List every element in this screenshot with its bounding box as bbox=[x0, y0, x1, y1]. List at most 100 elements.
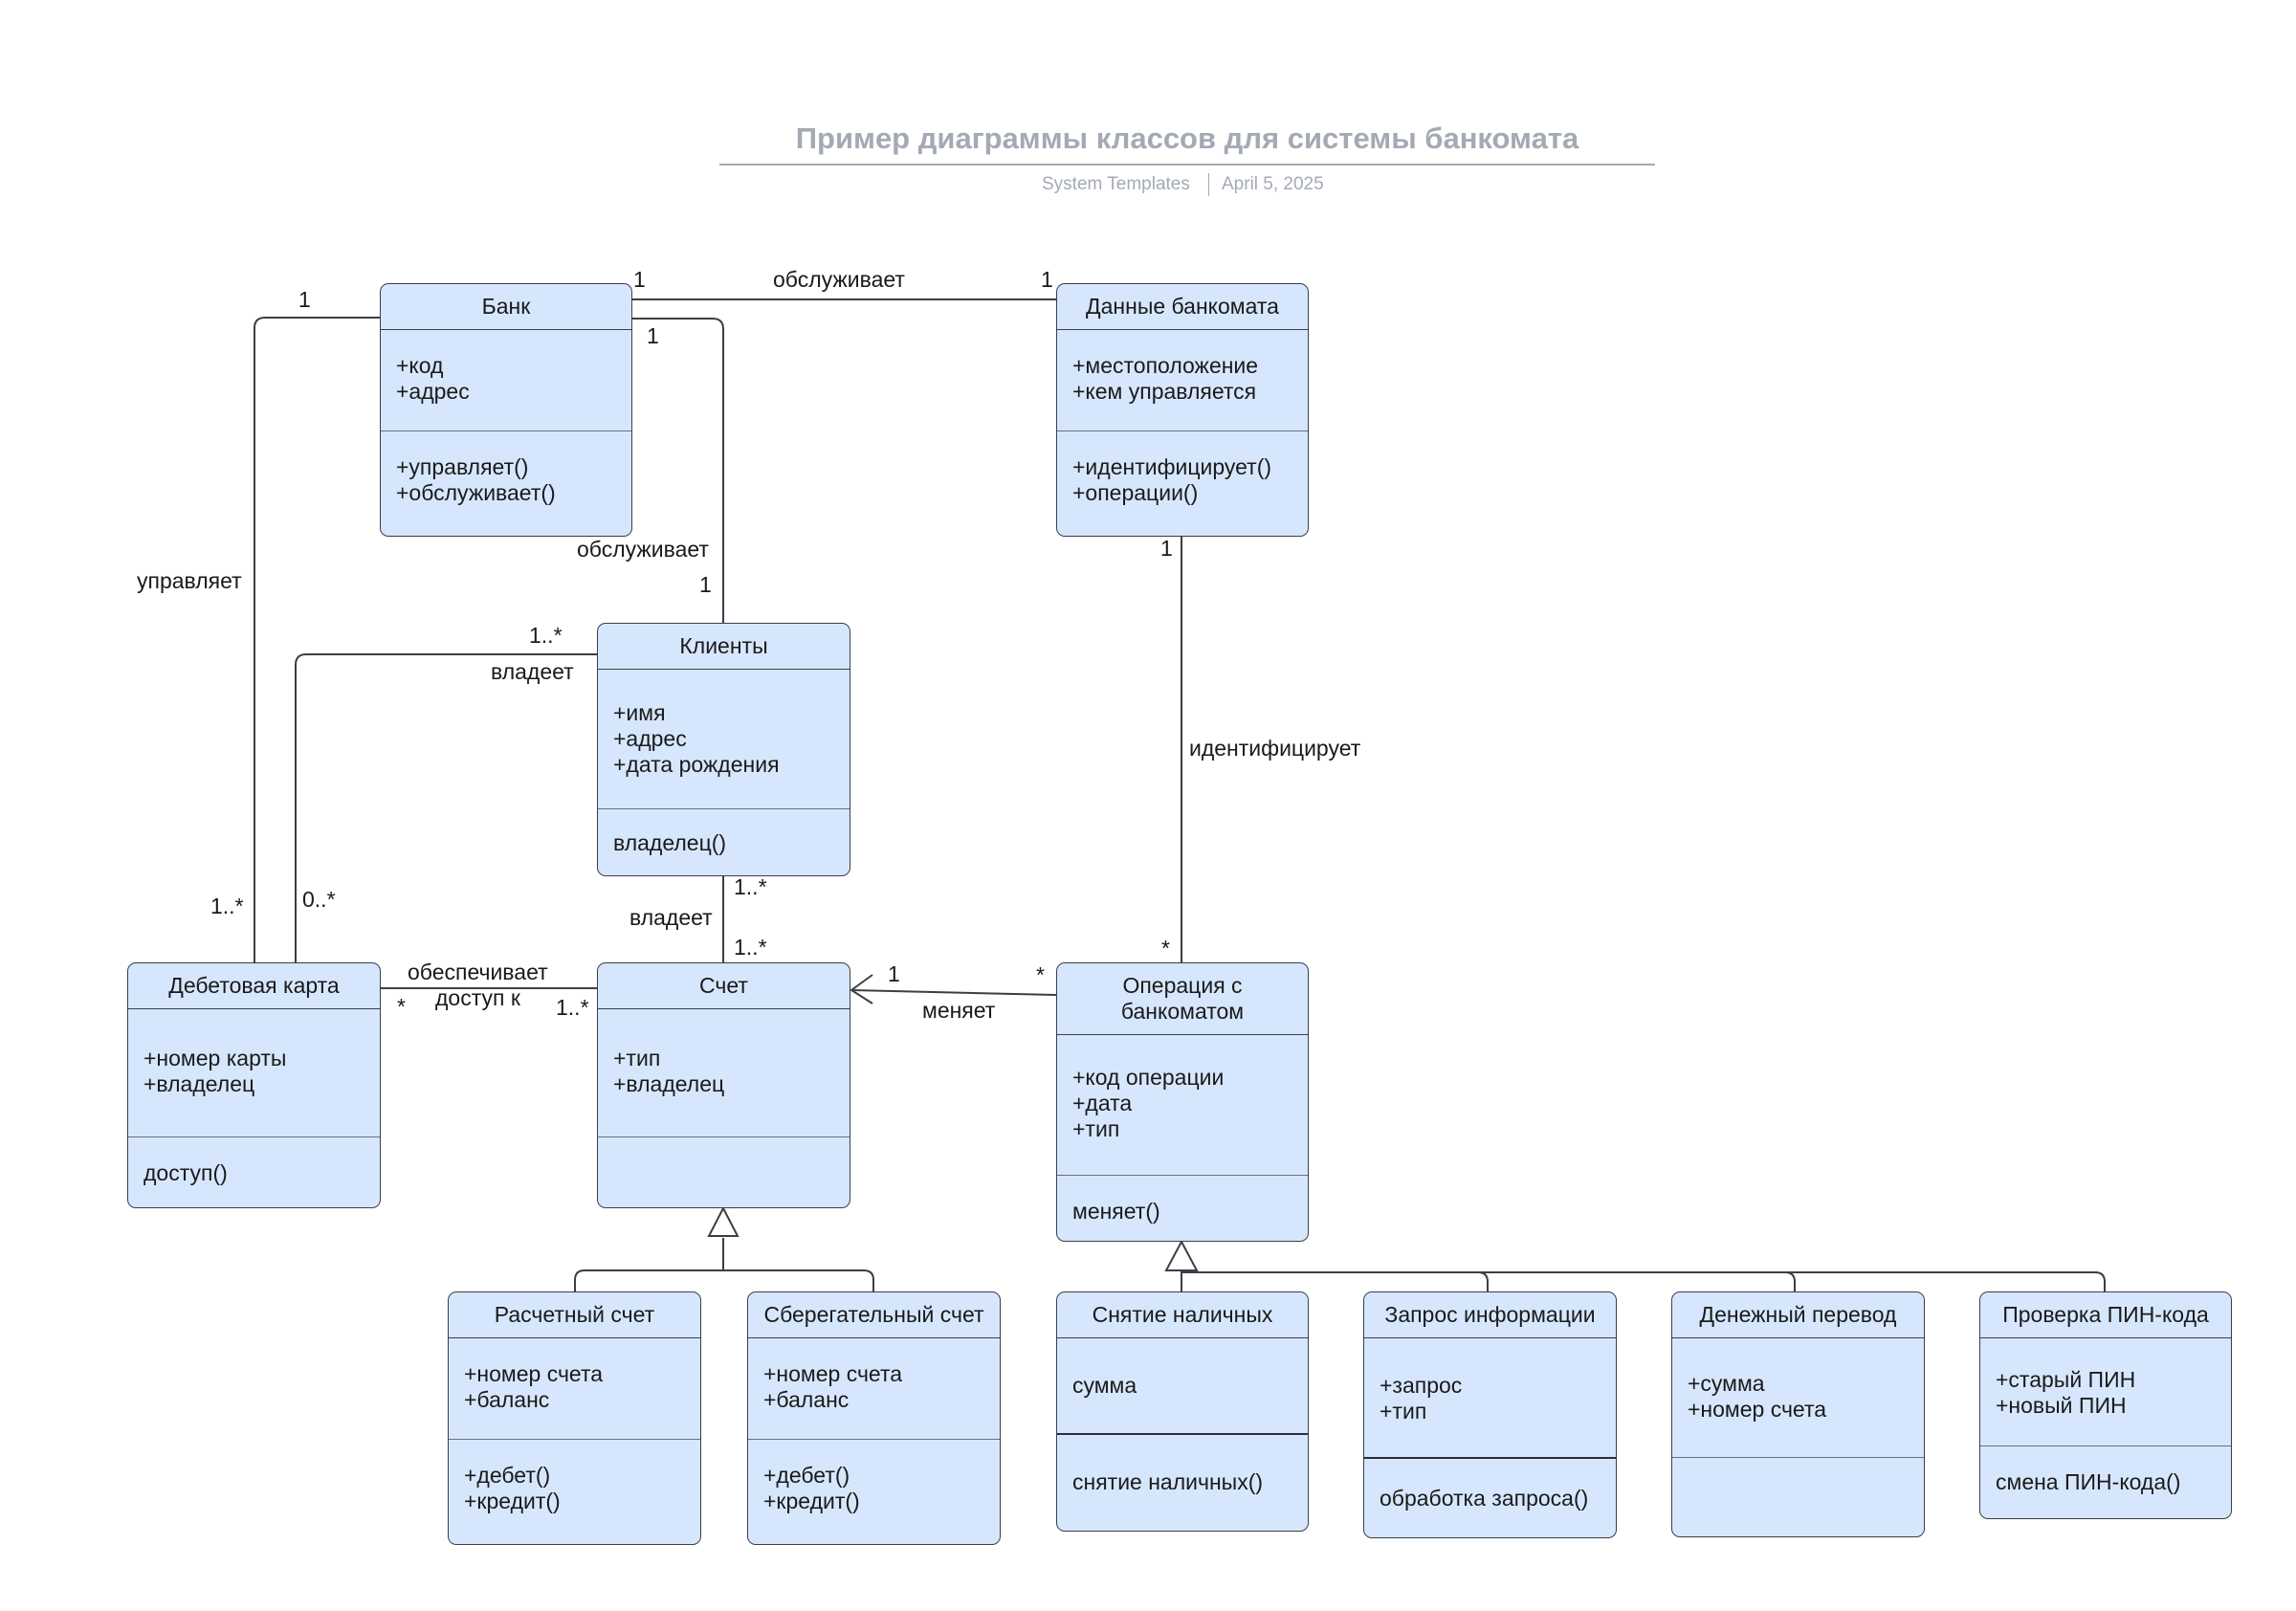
class-savings-account[interactable]: Сберегательный счет +номер счета +баланс… bbox=[747, 1291, 1001, 1545]
class-current-account-methods: +дебет() +кредит() bbox=[449, 1440, 700, 1514]
association-label: обслуживает bbox=[577, 537, 709, 562]
class-bank-methods: +управляет() +обслуживает() bbox=[381, 431, 631, 506]
class-info-request-attributes: +запрос +тип bbox=[1364, 1338, 1616, 1459]
class-atm-operation[interactable]: Операция с банкоматом +код операции +дат… bbox=[1056, 962, 1309, 1242]
method: +операции() bbox=[1072, 480, 1199, 505]
association-label: обслуживает bbox=[773, 267, 905, 292]
method: снятие наличных() bbox=[1072, 1469, 1264, 1494]
attribute: +кем управляется bbox=[1072, 379, 1257, 404]
class-account[interactable]: Счет +тип +владелец bbox=[597, 962, 850, 1208]
attribute: +тип bbox=[1380, 1399, 1427, 1423]
attribute: +владелец bbox=[613, 1071, 725, 1096]
multiplicity-label: * bbox=[1036, 962, 1045, 987]
class-atm-data[interactable]: Данные банкомата +местоположение +кем уп… bbox=[1056, 283, 1309, 537]
multiplicity-label: 1..* bbox=[210, 894, 244, 918]
class-money-transfer-name: Денежный перевод bbox=[1672, 1292, 1924, 1338]
class-debit-card-methods: доступ() bbox=[128, 1137, 380, 1186]
class-money-transfer[interactable]: Денежный перевод +сумма +номер счета bbox=[1671, 1291, 1925, 1537]
class-name-line: банкоматом bbox=[1120, 999, 1245, 1024]
class-current-account-attributes: +номер счета +баланс bbox=[449, 1338, 700, 1440]
generalization-operation-tree bbox=[1181, 1270, 2106, 1292]
class-bank[interactable]: Банк +код +адрес +управляет() +обслужива… bbox=[380, 283, 632, 537]
class-savings-account-methods: +дебет() +кредит() bbox=[748, 1440, 1000, 1514]
multiplicity-label: 1..* bbox=[556, 995, 589, 1020]
class-cash-withdrawal-attributes: сумма bbox=[1057, 1338, 1308, 1435]
class-bank-attributes: +код +адрес bbox=[381, 330, 631, 431]
attribute: +имя bbox=[613, 700, 666, 725]
attribute: +дата рождения bbox=[613, 752, 780, 777]
title-underline bbox=[719, 164, 1655, 166]
class-clients[interactable]: Клиенты +имя +адрес +дата рождения владе… bbox=[597, 623, 850, 876]
class-pin-check-methods: смена ПИН-кода() bbox=[1980, 1446, 2231, 1495]
method: +дебет() bbox=[763, 1463, 850, 1488]
attribute: +сумма bbox=[1688, 1371, 1765, 1396]
class-current-account[interactable]: Расчетный счет +номер счета +баланс +деб… bbox=[448, 1291, 701, 1545]
class-clients-attributes: +имя +адрес +дата рождения bbox=[598, 670, 850, 809]
association-label: меняет bbox=[922, 998, 996, 1023]
attribute: +номер счета bbox=[464, 1361, 604, 1386]
class-pin-check-attributes: +старый ПИН +новый ПИН bbox=[1980, 1338, 2231, 1446]
class-clients-name: Клиенты bbox=[598, 624, 850, 670]
class-name-line: Операция с bbox=[1122, 973, 1243, 998]
method: +кредит() bbox=[763, 1489, 860, 1513]
multiplicity-label: 1 bbox=[1160, 536, 1173, 561]
class-atm-operation-methods: меняет() bbox=[1057, 1176, 1308, 1225]
class-pin-check[interactable]: Проверка ПИН-кода +старый ПИН +новый ПИН… bbox=[1979, 1291, 2232, 1519]
class-atm-operation-attributes: +код операции +дата +тип bbox=[1057, 1035, 1308, 1176]
class-atm-operation-name: Операция с банкоматом bbox=[1057, 963, 1308, 1035]
method: доступ() bbox=[144, 1160, 228, 1185]
attribute: +баланс bbox=[464, 1387, 550, 1412]
attribute: +владелец bbox=[144, 1071, 255, 1096]
assoc-clients-card-line bbox=[295, 653, 598, 964]
attribute: +баланс bbox=[763, 1387, 850, 1412]
association-label: идентифицирует bbox=[1189, 736, 1361, 761]
attribute: +новый ПИН bbox=[1996, 1393, 2127, 1418]
attribute: +местоположение bbox=[1072, 353, 1259, 378]
multiplicity-label: 1..* bbox=[734, 935, 767, 960]
class-info-request-methods: обработка запроса() bbox=[1364, 1459, 1616, 1512]
class-debit-card-name: Дебетовая карта bbox=[128, 963, 380, 1009]
association-label: владеет bbox=[491, 659, 574, 684]
method: +идентифицирует() bbox=[1072, 454, 1272, 479]
method: обработка запроса() bbox=[1380, 1486, 1589, 1511]
attribute: +номер карты bbox=[144, 1046, 287, 1070]
meta-divider bbox=[1208, 173, 1209, 196]
method: владелец() bbox=[613, 830, 727, 855]
attribute: +номер счета bbox=[763, 1361, 903, 1386]
multiplicity-label: 1..* bbox=[529, 623, 563, 648]
multiplicity-label: 1 bbox=[888, 961, 900, 986]
method: меняет() bbox=[1072, 1199, 1160, 1224]
class-info-request[interactable]: Запрос информации +запрос +тип обработка… bbox=[1363, 1291, 1617, 1538]
method: +дебет() bbox=[464, 1463, 551, 1488]
class-debit-card-attributes: +номер карты +владелец bbox=[128, 1009, 380, 1137]
class-pin-check-name: Проверка ПИН-кода bbox=[1980, 1292, 2231, 1338]
attribute: +адрес bbox=[613, 726, 687, 751]
multiplicity-label: 1 bbox=[1041, 267, 1053, 292]
method: +кредит() bbox=[464, 1489, 561, 1513]
assoc-operation-account-arrow bbox=[850, 974, 873, 1004]
attribute: +код bbox=[396, 353, 444, 378]
multiplicity-label: 1 bbox=[633, 267, 646, 292]
class-current-account-name: Расчетный счет bbox=[449, 1292, 700, 1338]
class-account-name: Счет bbox=[598, 963, 850, 1009]
multiplicity-label: * bbox=[1161, 936, 1170, 960]
association-label-line: доступ к bbox=[435, 985, 520, 1010]
class-debit-card[interactable]: Дебетовая карта +номер карты +владелец д… bbox=[127, 962, 381, 1208]
multiplicity-label: 1..* bbox=[734, 874, 767, 899]
attribute: +дата bbox=[1072, 1091, 1133, 1115]
multiplicity-label: 0..* bbox=[302, 887, 336, 912]
assoc-bank-card-line bbox=[254, 317, 381, 964]
class-savings-account-name: Сберегательный счет bbox=[748, 1292, 1000, 1338]
class-atm-data-attributes: +местоположение +кем управляется bbox=[1057, 330, 1308, 431]
attribute: +запрос bbox=[1380, 1373, 1463, 1398]
class-atm-data-methods: +идентифицирует() +операции() bbox=[1057, 431, 1308, 506]
class-cash-withdrawal[interactable]: Снятие наличных сумма снятие наличных() bbox=[1056, 1291, 1309, 1532]
attribute: +тип bbox=[1072, 1116, 1120, 1141]
class-cash-withdrawal-methods: снятие наличных() bbox=[1057, 1435, 1308, 1495]
class-cash-withdrawal-name: Снятие наличных bbox=[1057, 1292, 1308, 1338]
author-label: System Templates bbox=[1042, 174, 1190, 194]
association-label-line: обеспечивает bbox=[408, 960, 548, 984]
class-money-transfer-attributes: +сумма +номер счета bbox=[1672, 1338, 1924, 1458]
generalization-account-tree bbox=[574, 1238, 874, 1292]
